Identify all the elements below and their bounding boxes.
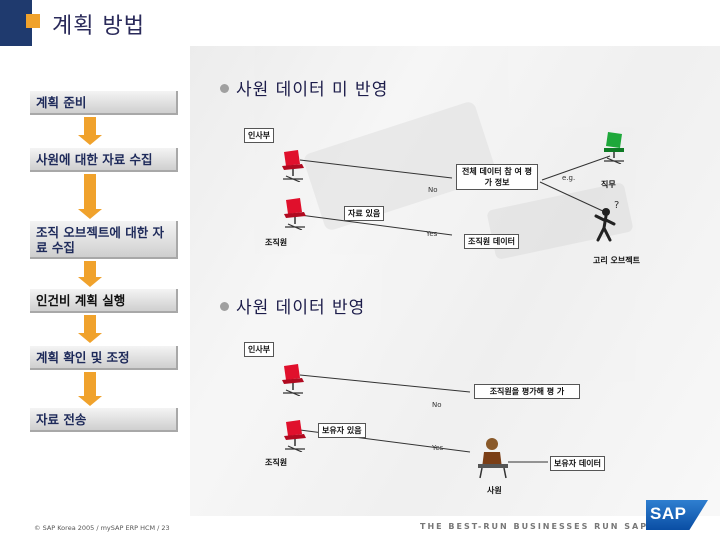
chair-icon — [278, 362, 308, 396]
sap-logo: SAP — [646, 500, 708, 530]
hr-dept-label: 인사부 — [244, 128, 274, 143]
green-chair-icon — [600, 130, 630, 164]
eg-label: e.g. — [562, 174, 575, 182]
employee-label: 사원 — [484, 484, 505, 497]
chair-icon — [280, 418, 310, 452]
hr-dept-label: 인사부 — [244, 342, 274, 357]
yes-label: Yes — [432, 444, 443, 452]
eval-box: 조직원을 평가해 평 가 — [474, 384, 580, 399]
org-data-box: 조직원 데이터 — [464, 234, 519, 249]
chair-icon — [278, 148, 308, 182]
section2-heading: 사원 데이터 반영 — [236, 293, 365, 318]
org-unit-label: 조직원 — [262, 236, 290, 249]
sap-tagline: THE BEST-RUN BUSINESSES RUN SAP — [420, 522, 648, 531]
yes-label: Yes — [426, 230, 437, 238]
overall-data-box: 전체 데이터 참 여 평가 정보 — [456, 164, 538, 190]
bullet-icon — [220, 302, 229, 311]
data-exists-label: 자료 있음 — [344, 206, 384, 221]
position-label: 직무 — [598, 178, 619, 191]
no-label: No — [428, 186, 438, 194]
org-unit-label: 조직원 — [262, 456, 290, 469]
employee-at-desk-icon — [474, 436, 514, 480]
chair-icon — [280, 196, 310, 230]
question-person-icon: ? — [592, 196, 626, 246]
owner-data-box: 보유자 데이터 — [550, 456, 605, 471]
svg-text:?: ? — [614, 200, 619, 211]
owner-exists-label: 보유자 있음 — [318, 423, 366, 438]
org-object-label: 고리 오브젝트 — [590, 254, 643, 267]
footer-copyright: © SAP Korea 2005 / mySAP ERP HCM / 23 — [34, 524, 170, 532]
no-label: No — [432, 401, 442, 409]
